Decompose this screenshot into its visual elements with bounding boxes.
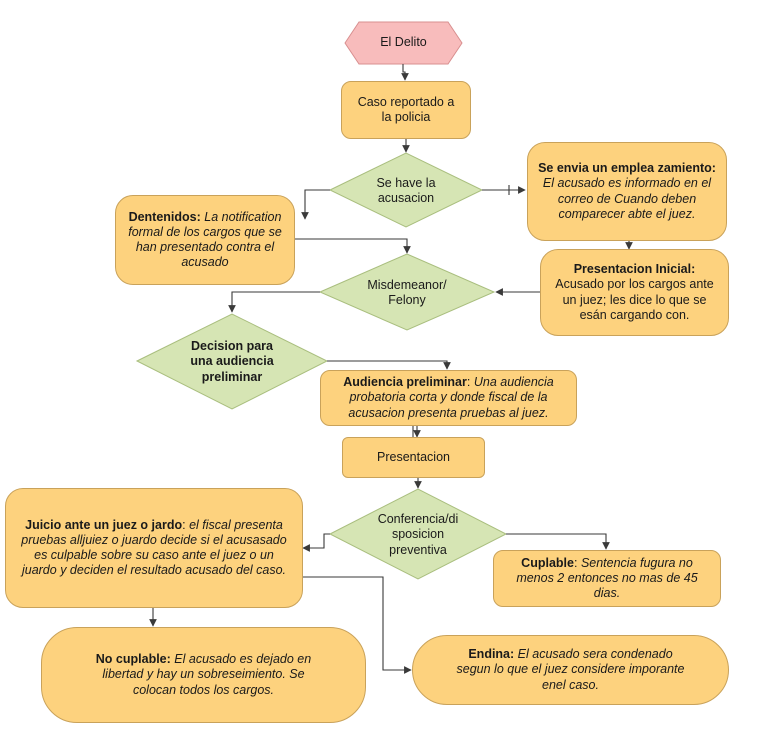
node-endina: Endina: El acusado sera condenado segun … [412, 635, 729, 705]
node-presentacion: Presentacion [342, 437, 485, 478]
node-presentacion-inicial: Presentacion Inicial:Acusado por los car… [540, 249, 729, 336]
node-cuplable-sep: : [573, 555, 578, 570]
node-juicio-title: Juicio ante un juez o jardo [25, 517, 183, 532]
node-envia-title: Se envia un emplea zamiento: [538, 161, 716, 175]
node-conferencia-label: Conferencia/di sposicion preventiva [377, 512, 459, 557]
node-audiencia: Audiencia preliminar: Una audiencia prob… [320, 370, 577, 426]
node-juicio: Juicio ante un juez o jardo: el fiscal p… [5, 488, 303, 608]
node-decision-label: Decision para una audiencia preliminar [190, 339, 274, 384]
node-no-cuplable-title: No cuplable: [95, 652, 171, 667]
node-decision: Decision para una audiencia preliminar [180, 338, 284, 386]
node-audiencia-text: Una audiencia probatoria corta y donde f… [348, 375, 554, 420]
node-cuplable-text: Sentencia fugura no menos 2 entonces no … [516, 555, 698, 601]
node-cuplable-title: Cuplable [521, 555, 574, 570]
node-envia: Se envia un emplea zamiento: El acusado … [527, 142, 727, 241]
node-juicio-text: el fiscal presenta pruebas alljuiez o ju… [21, 517, 287, 578]
node-no-cuplable: No cuplable: El acusado es dejado en lib… [41, 627, 366, 723]
arrow-sehave-dentenidos [301, 189, 330, 220]
node-audiencia-title: Audiencia preliminar [343, 375, 467, 390]
node-endina-title: Endina: [468, 647, 515, 662]
node-endina-text: El acusado sera condenado segun lo que e… [456, 647, 685, 692]
node-delito: El Delito [350, 22, 457, 64]
node-caso: Caso reportado a la policia [341, 81, 471, 139]
node-caso-label: Caso reportado a la policia [357, 94, 455, 124]
node-misdemeanor-label: Misdemeanor/ Felony [367, 277, 447, 307]
arrow-delito-caso [401, 64, 409, 81]
decision-diamond-misdemeanor [318, 253, 496, 331]
node-delito-label: El Delito [380, 35, 427, 50]
node-presentacion-label: Presentacion [377, 449, 450, 464]
node-audiencia-sep: : [466, 375, 471, 390]
node-misdemeanor: Misdemeanor/ Felony [360, 276, 454, 310]
node-no-cuplable-text: El acusado es dejado en libertad y hay u… [102, 652, 312, 697]
arrow-conferencia-juicio [302, 533, 330, 552]
arrow-decision-audiencia [327, 360, 451, 370]
node-cuplable: Cuplable: Sentencia fugura no menos 2 en… [493, 550, 721, 607]
node-presentacion-inicial-text: Acusado por los cargos ante un juez; les… [555, 277, 714, 322]
start-hexagon [344, 21, 463, 65]
node-dentenidos-text: La notification formal de los cargos que… [128, 209, 282, 270]
node-dentenidos-title: Dentenidos: [128, 209, 201, 224]
node-presentacion-inicial-title: Presentacion Inicial: [573, 262, 696, 276]
node-sehave: Se have la acusacion [360, 174, 452, 208]
node-sehave-label: Se have la acusacion [376, 175, 436, 205]
arrow-dentenidos-misdemeanor [295, 238, 411, 254]
arrow-misdemeanor-decision [228, 291, 320, 313]
arrow-audiencia-presentacion [413, 426, 417, 437]
arrow-conferencia-cuplable [506, 533, 610, 550]
node-juicio-sep: : [182, 517, 186, 532]
node-envia-text: El acusado es informado en el correo de … [542, 176, 712, 221]
node-conferencia: Conferencia/di sposicion preventiva [367, 510, 469, 560]
node-dentenidos: Dentenidos: La notification formal de lo… [115, 195, 295, 285]
arrow-juicio-endina [303, 576, 412, 674]
